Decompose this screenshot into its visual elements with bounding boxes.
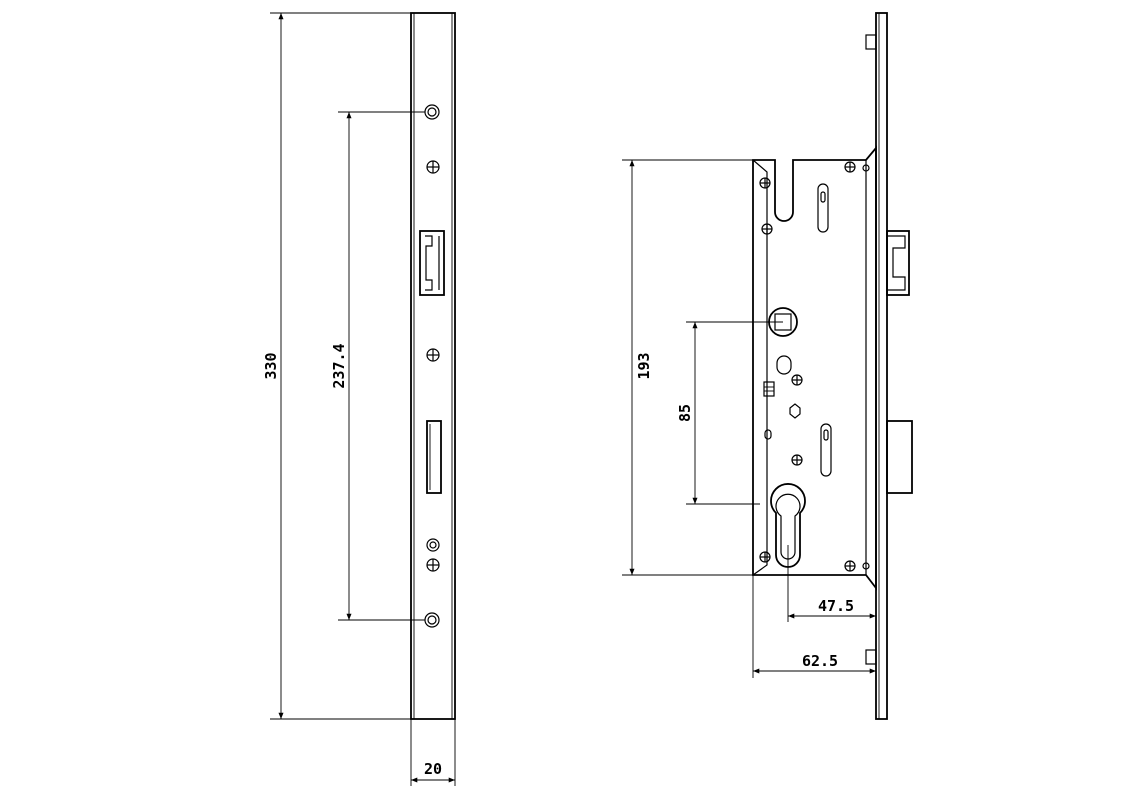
- faceplate-tab: [865, 649, 877, 665]
- hook-bolt-slot: [419, 230, 445, 296]
- dimension-label: 85: [676, 404, 694, 422]
- cylinder-cutout: [770, 483, 806, 568]
- lock-case-outline: [752, 145, 877, 591]
- oval-hole: [776, 355, 792, 375]
- screw-icon: [761, 223, 773, 235]
- screw-icon: [759, 551, 771, 563]
- dimension-label: 193: [635, 352, 653, 379]
- dimension-label: 62.5: [802, 652, 838, 670]
- dimension-backset: 47.5: [787, 545, 876, 622]
- dimension-hole-spacing: 237.4: [330, 111, 425, 621]
- faceplate-side: [875, 12, 888, 720]
- hex-nut-icon: [789, 403, 801, 419]
- screw-icon: [844, 560, 856, 572]
- faceplate-front-view: 330 237.4 20: [262, 12, 456, 786]
- hook-bolt: [886, 230, 910, 296]
- guide-slot: [820, 423, 832, 477]
- dimension-label: 330: [262, 352, 280, 379]
- dimension-faceplate-width: 20: [410, 719, 456, 786]
- latch-bolt: [886, 420, 913, 494]
- dimension-label: 237.4: [330, 343, 348, 388]
- dimension-label: 47.5: [818, 597, 854, 615]
- latch-slot: [426, 420, 442, 494]
- screw-icon: [426, 538, 440, 552]
- guide-slot: [817, 183, 829, 233]
- screw-icon: [426, 160, 440, 174]
- screw-icon: [791, 454, 803, 466]
- screw-icon: [791, 374, 803, 386]
- screw-icon: [844, 161, 856, 173]
- rivet-icon: [862, 562, 870, 570]
- dimension-label: 20: [424, 760, 442, 778]
- small-gear-icon: [763, 381, 775, 397]
- dimension-handle-to-cylinder: 85: [676, 321, 783, 505]
- rivet-icon: [862, 164, 870, 172]
- screw-icon: [759, 177, 771, 189]
- lock-body-side-view: 193 85 47.5 62.5: [622, 12, 913, 720]
- dimension-case-depth: 62.5: [752, 575, 876, 678]
- pin-icon: [764, 429, 772, 440]
- faceplate-outline: [410, 12, 456, 720]
- faceplate-tab: [865, 34, 877, 50]
- screw-icon: [426, 348, 440, 362]
- dimension-case-height: 193: [622, 159, 866, 576]
- screw-icon: [426, 558, 440, 572]
- dimension-faceplate-length: 330: [262, 12, 411, 720]
- fixing-hole-top: [424, 104, 440, 120]
- fixing-hole-bottom: [424, 612, 440, 628]
